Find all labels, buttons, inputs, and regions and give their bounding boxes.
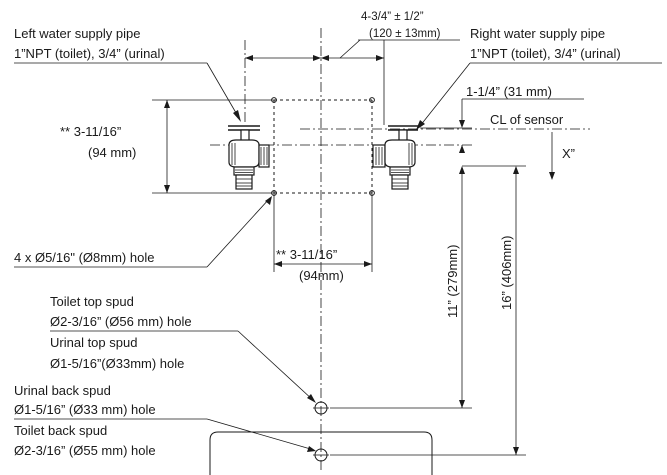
left-valve: [228, 125, 270, 190]
left-vertical-metric: (94 mm): [88, 145, 136, 160]
toilet-back-spec: Ø2-3/16” (Ø55 mm) hole: [14, 443, 156, 458]
urinal-back-title: Urinal back spud: [14, 383, 111, 398]
left-supply-title: Left water supply pipe: [14, 26, 140, 41]
right-supply-callout: Right water supply pipe 1”NPT (toilet), …: [416, 26, 662, 130]
toilet-top-title: Toilet top spud: [50, 294, 134, 309]
urinal-back-spud-callout: Urinal back spud Ø1-5/16” (Ø33 mm) hole: [14, 383, 207, 420]
mid-horizontal-dimension: ** 3-11/16” (94mm): [273, 193, 373, 283]
left-vertical-dimension: ** 3-11/16” (94 mm): [60, 99, 274, 194]
urinal-back-spec: Ø1-5/16” (Ø33 mm) hole: [14, 402, 156, 417]
dimension-11in-value: 11” (279mm): [445, 245, 460, 318]
left-supply-callout: Left water supply pipe 1”NPT (toilet), 3…: [14, 26, 241, 122]
mounting-holes-label: 4 x Ø5/16" (Ø8mm) hole: [14, 250, 154, 265]
offset-dimension-31mm: 1-1/4” (31 mm): [420, 84, 584, 153]
toilet-top-spec: Ø2-3/16” (Ø56 mm) hole: [50, 314, 192, 329]
urinal-top-spec: Ø1-5/16”(Ø33mm) hole: [50, 356, 184, 371]
mid-horizontal-metric: (94mm): [299, 268, 344, 283]
mounting-plate-outline: [271, 97, 375, 196]
cl-sensor-label: CL of sensor: [490, 112, 564, 127]
left-supply-spec: 1”NPT (toilet), 3/4” (urinal): [14, 46, 165, 61]
dimension-16in: 16” (406mm): [330, 165, 526, 456]
urinal-top-title: Urinal top spud: [50, 335, 137, 350]
top-dimension-metric: (120 ± 13mm): [369, 28, 441, 40]
right-valve: [372, 125, 418, 190]
toilet-back-spud-callout: Toilet back spud Ø2-3/16” (Ø55 mm) hole: [14, 418, 316, 458]
fixture-outline: [209, 431, 433, 475]
sensor-centerline: CL of sensor X”: [300, 112, 590, 180]
mounting-holes-callout: 4 x Ø5/16" (Ø8mm) hole: [14, 196, 272, 268]
dimension-11in: 11” (279mm): [330, 166, 472, 409]
top-spud-callout: Toilet top spud Ø2-3/16” (Ø56 mm) hole U…: [50, 294, 316, 403]
right-supply-title: Right water supply pipe: [470, 26, 605, 41]
mid-horizontal-value: ** 3-11/16”: [276, 247, 337, 262]
left-vertical-value: ** 3-11/16”: [60, 124, 121, 139]
offset-31mm-value: 1-1/4” (31 mm): [466, 84, 552, 99]
mounting-hole-top-right: [369, 97, 375, 103]
top-dimension: 4-3/4” ± 1/2” (120 ± 13mm): [245, 11, 460, 125]
dimension-16in-value: 16” (406mm): [499, 236, 514, 310]
toilet-back-title: Toilet back spud: [14, 423, 107, 438]
top-dimension-value: 4-3/4” ± 1/2”: [361, 11, 424, 23]
spud-holes: [313, 401, 329, 462]
right-supply-spec: 1”NPT (toilet), 3/4” (urinal): [470, 46, 621, 61]
x-dimension-label: X”: [562, 146, 575, 161]
